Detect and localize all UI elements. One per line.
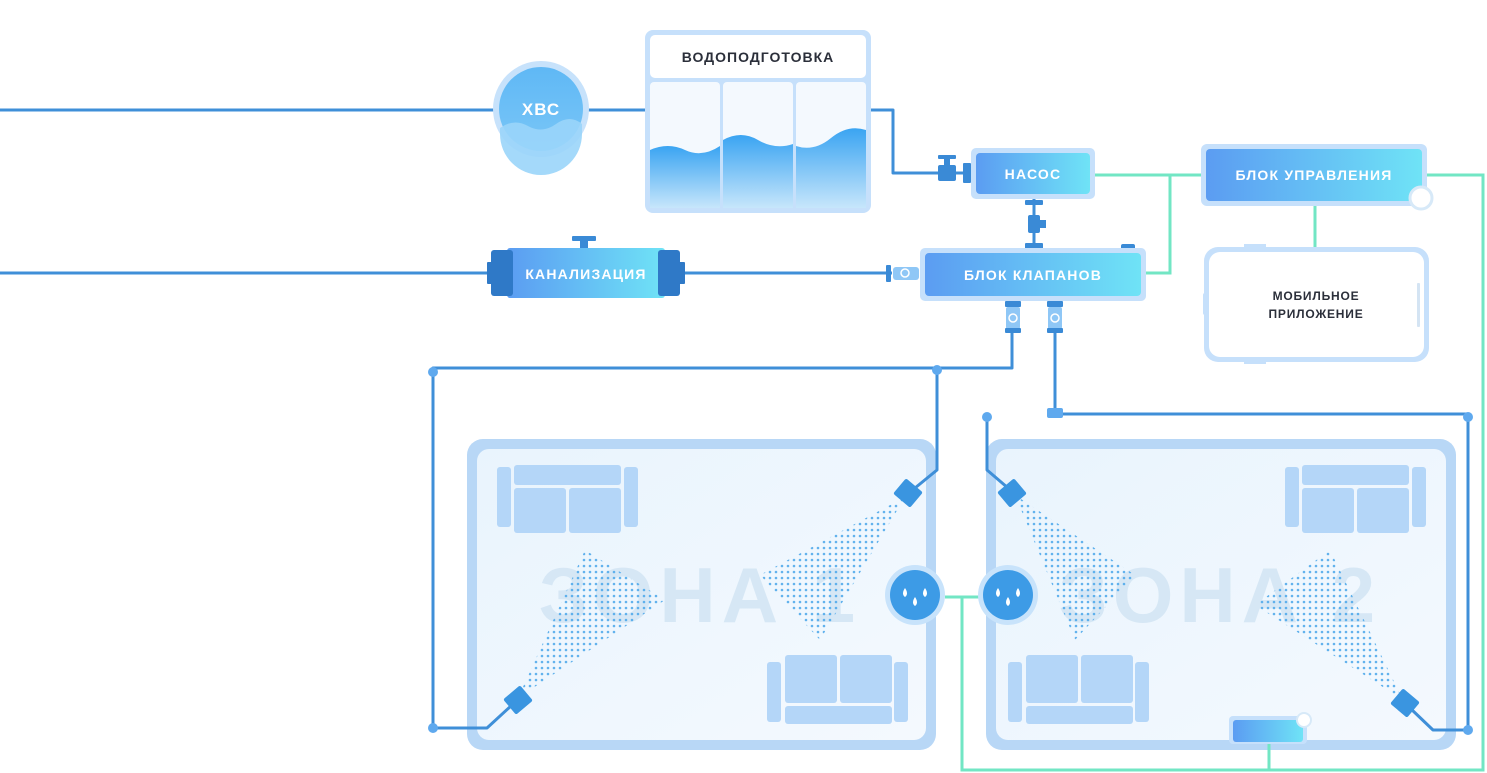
mobile-app-label-line2: ПРИЛОЖЕНИЕ [1269,307,1364,321]
valve-block-label: БЛОК КЛАПАНОВ [964,267,1102,283]
spray-cone [1015,495,1135,640]
spray-cone [1255,550,1403,700]
valve-icon [938,155,971,183]
water-treatment-tank [645,30,871,213]
pump-label: НАСОС [1005,166,1062,182]
spray-cone [518,550,665,698]
pump-node [971,148,1095,199]
humidity-sensor-icon [978,565,1038,625]
valve-icon [1025,200,1046,249]
sewage-label: КАНАЛИЗАЦИЯ [525,266,646,282]
water-pipes [0,108,1470,732]
control-unit-label: БЛОК УПРАВЛЕНИЯ [1235,167,1392,183]
wall-controller-icon [1229,712,1312,744]
sofa-icon [1008,655,1149,724]
sewage-filter-node [487,236,685,298]
water-treatment-label: ВОДОПОДГОТОВКА [682,49,835,65]
valve-icon [886,265,919,282]
sofa-icon [767,655,908,724]
spray-cone [760,497,905,640]
armchair-icon [497,465,638,533]
mobile-phone-icon [1203,244,1429,364]
humidity-sensor-icon [885,565,945,625]
cold-water-supply-node [493,61,589,175]
control-signal-lines [945,173,1485,772]
mobile-app-label-line1: МОБИЛЬНОЕ [1273,289,1360,303]
pipe-joints [428,365,1473,735]
cold-water-label: ХВС [522,100,560,119]
sprinkler-nozzle-icon [503,479,1420,717]
control-unit-node [1201,144,1434,211]
zone-valve-icon [1047,301,1063,333]
zone-valve-icon [1005,301,1021,333]
armchair-icon [1285,465,1426,533]
valve-block-node [920,244,1146,301]
